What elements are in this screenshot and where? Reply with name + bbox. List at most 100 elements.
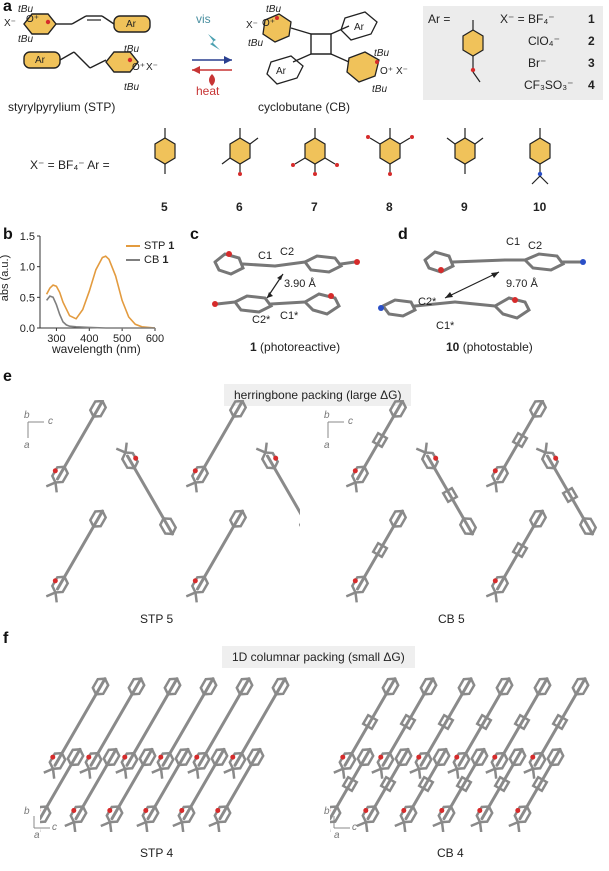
molecule	[447, 677, 514, 779]
molecule-ring	[228, 400, 248, 418]
atom-c1-d: C1	[506, 236, 521, 248]
pyrylium-ring-upper	[23, 13, 57, 35]
molecule-branch	[187, 767, 198, 774]
molecule-branch	[223, 767, 234, 774]
molecule-ring	[199, 677, 218, 696]
compound-series-structures	[154, 128, 551, 185]
axis-c-f-right: c	[352, 822, 357, 833]
molecule-branch	[544, 442, 548, 453]
compound-num-4: 4	[588, 78, 595, 92]
oxygen-atom	[416, 754, 422, 760]
ar-eq-label: Ar =	[428, 12, 451, 26]
x-minus-label-2: X⁻	[146, 62, 158, 73]
molecule-ring	[271, 677, 290, 696]
atom-c2star-d: C2*	[418, 296, 437, 308]
molecule-ring	[508, 748, 527, 767]
oxygen-atom	[439, 807, 445, 813]
oxygen-atom	[352, 578, 358, 584]
molecule	[43, 677, 110, 779]
oxygen-atom	[401, 807, 407, 813]
molecule-ring	[138, 748, 157, 767]
molecule-ring	[533, 677, 552, 696]
molecule-ring	[210, 748, 229, 767]
oxygen-atom	[86, 754, 92, 760]
oxygen-atom	[530, 754, 536, 760]
molecule-branch	[172, 820, 183, 828]
cyclobutane-ring	[371, 431, 389, 449]
legend-cb1-swatch	[126, 259, 140, 262]
molecule-ring	[350, 575, 370, 594]
cb-o-plus-1: O⁺	[262, 18, 276, 29]
cb-x-minus-2: X⁻	[396, 66, 408, 77]
caption-stp5: STP 5	[140, 612, 174, 626]
molecule-branch	[535, 447, 546, 454]
molecule-branch	[45, 481, 56, 488]
y-tick-label: 1.5	[20, 231, 35, 243]
legend-cb1-num: 1	[162, 254, 169, 266]
compound-label-7: 7	[311, 200, 318, 214]
oxygen-atom	[107, 807, 113, 813]
molecule-branch	[100, 820, 111, 828]
caption-cb4: CB 4	[437, 846, 464, 860]
cb-label: cyclobutane (CB)	[258, 100, 351, 114]
axis-triad-e-right	[327, 421, 344, 438]
crystal-pair-photostable	[378, 250, 586, 320]
molecule-branch	[136, 820, 147, 828]
axis-triad-e-left	[27, 421, 44, 438]
pyrylium-ring-cb-upper	[262, 13, 292, 43]
distance-label-d: 9.70 Å	[506, 278, 538, 290]
molecule-branch	[194, 482, 198, 493]
molecule	[223, 677, 290, 779]
stp-structure	[23, 13, 151, 73]
oxygen-atom	[52, 468, 58, 474]
molecule	[345, 509, 408, 603]
molecule-ring	[546, 748, 565, 767]
molecule	[255, 442, 300, 536]
molecule	[333, 677, 400, 779]
reverse-arrowhead	[192, 66, 200, 74]
molecule-ring	[88, 509, 108, 528]
molecule	[485, 509, 548, 603]
molecule-branch	[371, 767, 382, 774]
ar-ring-cb-lower	[266, 55, 304, 85]
axis-c-f-left: c	[52, 822, 57, 833]
molecule-ring	[458, 517, 478, 536]
pyrylium-ring-cb-lower	[346, 51, 380, 83]
molecule-branch	[424, 442, 428, 453]
molecule	[115, 677, 182, 779]
axis-b-f-left: b	[24, 806, 30, 817]
caption-c-text: (photoreactive)	[260, 340, 341, 354]
x-tick-label: 400	[80, 333, 98, 345]
molecule	[100, 747, 157, 832]
oxygen-atom	[215, 807, 221, 813]
molecule	[151, 677, 218, 779]
molecule-branch	[341, 768, 346, 779]
molecule-branch	[45, 591, 56, 598]
molecule-branch	[185, 481, 196, 488]
oxygen-atom	[492, 468, 498, 474]
chart-xlabel: wavelength (nm)	[52, 342, 141, 356]
oxygen-atom	[378, 754, 384, 760]
molecule-branch	[354, 482, 358, 493]
molecule-ring	[361, 805, 380, 824]
molecule	[40, 747, 85, 832]
molecule-ring	[298, 517, 300, 536]
molecule-backbone	[518, 747, 562, 821]
molecule-branch	[180, 821, 185, 832]
legend-stp1-swatch	[126, 245, 140, 248]
molecule-backbone	[480, 747, 524, 821]
herringbone-packing-stp	[45, 400, 300, 603]
compound-num-2: 2	[588, 34, 595, 48]
molecule-ring	[540, 451, 560, 470]
o-plus-label-2: O⁺	[132, 62, 146, 73]
molecule-branch	[264, 442, 268, 453]
molecule-backbone	[330, 747, 372, 821]
axis-b-f-right: b	[324, 806, 330, 817]
molecule	[415, 442, 478, 536]
atom-c1-c: C1	[258, 250, 273, 262]
compound-label-8: 8	[386, 200, 393, 214]
molecule-branch	[72, 821, 77, 832]
molecule-ring	[50, 465, 70, 484]
cyclobutane-ring	[561, 486, 579, 504]
